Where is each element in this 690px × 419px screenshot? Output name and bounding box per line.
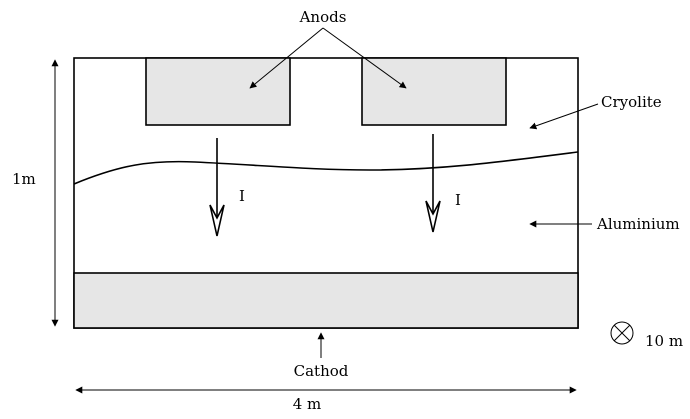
anods-label: Anods (299, 8, 347, 26)
anode-right (361, 57, 507, 126)
anods-leader-right (322, 27, 407, 89)
cathode-block (73, 272, 579, 329)
current-arrow-right (425, 134, 441, 233)
height-label: 1m (12, 170, 36, 188)
cathod-label: Cathod (294, 362, 349, 380)
anods-leader-left (249, 27, 324, 89)
current-label-left: I (239, 187, 245, 205)
depth-label: 10 m (645, 332, 683, 350)
aluminium-label: Aluminium (596, 215, 680, 233)
cryolite-label: Cryolite (601, 93, 662, 111)
width-label: 4 m (293, 395, 322, 413)
current-label-right: I (455, 191, 461, 209)
into-page-icon (610, 321, 634, 345)
anode-left (145, 57, 291, 126)
cryolite-aluminium-interface (73, 151, 579, 185)
cryolite-leader (529, 103, 599, 130)
current-arrow-left (209, 138, 225, 237)
